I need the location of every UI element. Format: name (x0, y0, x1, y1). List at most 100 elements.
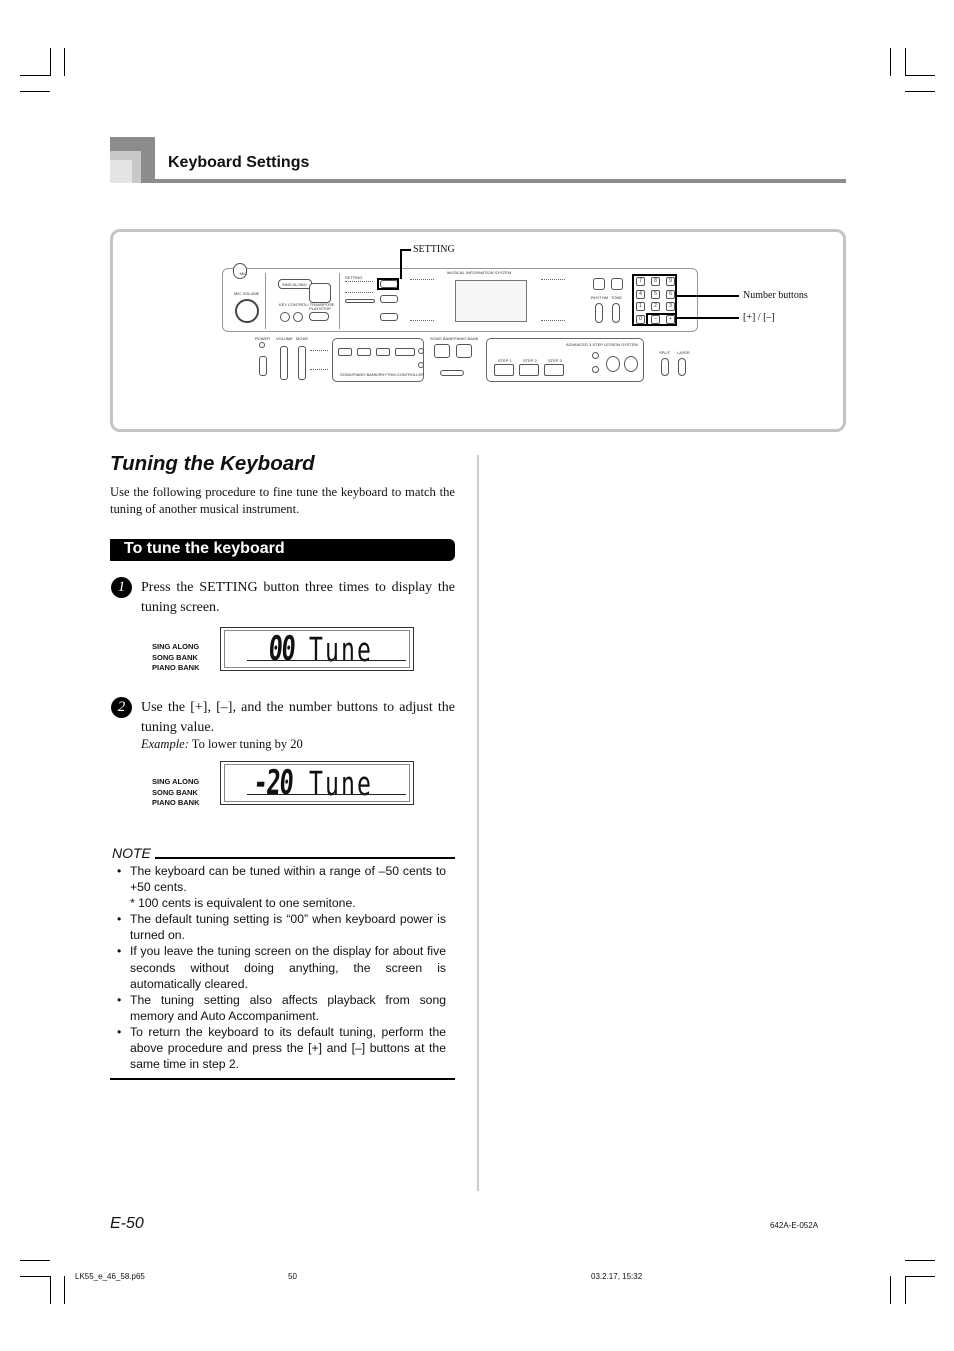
keyboard-top-panel: MIC MIC VOLUME SING ALONG KEY CONTROL/ T… (222, 263, 698, 332)
note-rule (155, 857, 455, 859)
tone-button[interactable] (612, 303, 620, 323)
crop-mark (905, 1260, 935, 1261)
controller-button[interactable] (357, 348, 371, 356)
number-key[interactable]: 8 (651, 277, 660, 286)
piano-bank-button[interactable] (456, 344, 472, 358)
volume-slider[interactable] (280, 346, 288, 380)
lcd-value: -20 (252, 763, 294, 803)
crop-mark (50, 1276, 51, 1304)
display-label: PIANO BANK (152, 798, 200, 807)
play-stop-button[interactable] (309, 312, 329, 321)
indicator (418, 362, 424, 368)
step-text: Use the [+], [–], and the number buttons… (141, 700, 455, 735)
crop-mark (64, 1276, 65, 1304)
note-item: The tuning setting also affects playback… (117, 992, 446, 1024)
split-button[interactable] (661, 358, 669, 376)
panel-button[interactable] (380, 313, 398, 321)
crop-mark (890, 48, 891, 76)
panel-button[interactable] (380, 295, 398, 303)
setting-label: SETTING (345, 275, 363, 280)
divider (339, 273, 340, 329)
note-item: The keyboard can be tuned within a range… (117, 863, 446, 895)
sing-along-button[interactable]: SING ALONG (278, 279, 312, 289)
lcd-word: Tune (309, 764, 374, 803)
number-key[interactable]: 9 (666, 277, 675, 286)
mode-label: MODE (296, 336, 308, 341)
bank-selector[interactable] (440, 370, 464, 376)
lesson-button[interactable] (592, 366, 599, 373)
crop-mark (905, 1276, 935, 1277)
lcd-screen: 00 Tune (224, 629, 410, 669)
mic-jack (233, 263, 247, 279)
controller-button[interactable] (395, 348, 415, 356)
song-bank-button[interactable] (434, 344, 450, 358)
number-key[interactable]: 5 (651, 289, 660, 299)
subsection-title: To tune the keyboard (124, 540, 285, 557)
key-control-label: KEY CONTROL/ TRANSPOSE (279, 302, 335, 307)
header-block (110, 160, 132, 183)
display-mode-labels: SING ALONG SONG BANK PIANO BANK (152, 777, 212, 809)
plus-minus-callout: [+] / [–] (743, 312, 775, 323)
sing-along-icon-button[interactable] (309, 283, 331, 303)
rhythm-label: RHYTHM (591, 295, 609, 300)
crop-mark (905, 1276, 906, 1304)
volume-label: VOLUME (276, 336, 293, 341)
tone-icon-button[interactable] (611, 278, 623, 290)
key-up-button[interactable] (293, 312, 303, 322)
number-key[interactable]: 2 (651, 302, 660, 311)
step-text: Press the SETTING button three times to … (141, 580, 455, 615)
tuning-display: 00 Tune (220, 627, 414, 671)
lcd-screen: -20 Tune (224, 763, 410, 803)
display-label: SONG BANK (152, 652, 198, 662)
number-key[interactable]: 1 (636, 302, 645, 311)
mic-volume-knob[interactable] (235, 299, 259, 323)
step2-label: STEP 2 (523, 358, 537, 363)
controller-button[interactable] (338, 348, 352, 356)
page-number: E-50 (110, 1215, 144, 1232)
crop-mark (905, 48, 906, 76)
lesson-button[interactable] (592, 352, 599, 359)
controller-label: SONG/PIANO BANK/RHYTHM CONTROLLER (340, 372, 425, 377)
step2-button[interactable] (519, 364, 539, 376)
number-key[interactable]: 0 (636, 314, 645, 324)
header-title: Keyboard Settings (168, 154, 310, 171)
number-key[interactable]: 7 (636, 277, 645, 286)
mode-slider[interactable] (298, 346, 306, 380)
display-label: PIANO BANK (152, 663, 200, 672)
subsection-bar (110, 539, 455, 561)
rhythm-button[interactable] (595, 303, 603, 323)
note-subitem: * 100 cents is equivalent to one semiton… (130, 896, 356, 911)
number-key[interactable]: + (666, 314, 675, 324)
step3-button[interactable] (544, 364, 564, 376)
header-rule (155, 179, 846, 183)
key-down-button[interactable] (280, 312, 290, 322)
controller-button[interactable] (376, 348, 390, 356)
panel-text-lines (345, 281, 373, 293)
lesson-hand-button[interactable] (606, 356, 620, 372)
step3-label: STEP 3 (548, 358, 562, 363)
display-label: SONG BANK (152, 787, 198, 797)
plus-minus-leader-line (677, 317, 739, 319)
step1-button[interactable] (494, 364, 514, 376)
mic-label: MIC (240, 271, 248, 276)
tone-label: TONE (611, 295, 623, 300)
number-key[interactable]: 4 (636, 289, 645, 299)
song-bank-label: SONG BANK (430, 336, 454, 341)
lesson-hand-button[interactable] (624, 356, 638, 372)
panel-text-lines (541, 279, 565, 321)
power-button[interactable] (259, 356, 267, 376)
rhythm-icon-button[interactable] (593, 278, 605, 290)
layer-button[interactable] (678, 358, 686, 376)
step1-label: STEP 1 (498, 358, 512, 363)
step-number: 2 (111, 697, 132, 718)
column-divider (477, 455, 479, 1191)
step-number: 1 (111, 577, 132, 598)
panel-text-lines (310, 350, 328, 370)
sing-along-label: SING ALONG (282, 282, 307, 287)
number-key[interactable]: 3 (666, 302, 675, 311)
number-key[interactable]: – (651, 314, 660, 324)
number-key[interactable]: 6 (666, 289, 675, 299)
setting-highlight (377, 278, 399, 290)
lesson-system-label: ADVANCED 3-STEP LESSON SYSTEM (566, 342, 638, 347)
note-item: The default tuning setting is “00” when … (117, 911, 446, 943)
